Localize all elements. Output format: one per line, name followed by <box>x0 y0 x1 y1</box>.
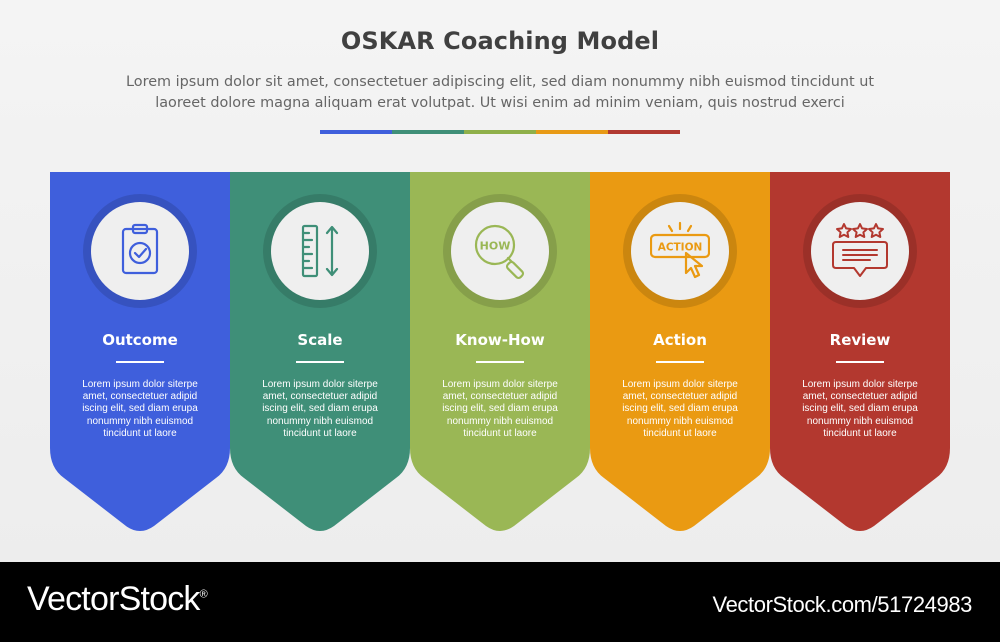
step-description-line: iscing elit, sed diam erupa <box>442 403 558 415</box>
step-description-line: iscing elit, sed diam erupa <box>82 403 198 415</box>
page-subtitle: Lorem ipsum dolor sit amet, consectetuer… <box>50 72 950 114</box>
step-description-line: amet, consectetuer adipid <box>622 391 738 403</box>
icon-disc <box>91 202 189 300</box>
icon-disc: HOW <box>451 202 549 300</box>
step-underline <box>116 361 164 363</box>
step-description: Lorem ipsum dolor siterpe amet, consecte… <box>780 379 940 440</box>
step-title: Outcome <box>102 331 178 349</box>
icon-disc <box>271 202 369 300</box>
divider-segment <box>464 130 536 134</box>
vectorstock-logo: VectorStock® <box>27 580 208 619</box>
color-divider <box>320 130 680 134</box>
subtitle-line-2: laoreet dolore magna aliquam erat volutp… <box>155 95 845 111</box>
divider-segment <box>536 130 608 134</box>
clipboard-check-icon <box>121 223 159 275</box>
icon-disc <box>811 202 909 300</box>
step-description-line: amet, consectetuer adipid <box>442 391 558 403</box>
action-button-icon: ACTION <box>650 221 710 279</box>
step-underline <box>296 361 344 363</box>
step-action: ACTION Action Lorem ipsum dolor siterpe … <box>590 172 770 534</box>
step-description-line: tincidunt ut laore <box>463 427 537 439</box>
step-scale: Scale Lorem ipsum dolor siterpe amet, co… <box>230 172 410 534</box>
step-description: Lorem ipsum dolor siterpe amet, consecte… <box>240 379 400 440</box>
step-description-line: Lorem ipsum dolor siterpe <box>262 379 378 390</box>
step-description-line: Lorem ipsum dolor siterpe <box>82 379 198 390</box>
step-outcome: Outcome Lorem ipsum dolor siterpe amet, … <box>50 172 230 534</box>
step-description-line: tincidunt ut laore <box>283 427 357 439</box>
step-description-line: nonummy nibh euismod <box>266 415 374 427</box>
step-description-line: Lorem ipsum dolor siterpe <box>802 379 918 390</box>
step-description-line: nonummy nibh euismod <box>626 415 734 427</box>
magnifier-icon: HOW <box>474 224 525 280</box>
registered-mark: ® <box>199 588 208 601</box>
step-description: Lorem ipsum dolor siterpe amet, consecte… <box>600 379 760 440</box>
subtitle-line-1: Lorem ipsum dolor sit amet, consectetuer… <box>126 74 874 90</box>
step-description-line: iscing elit, sed diam erupa <box>802 403 918 415</box>
step-description-line: tincidunt ut laore <box>823 427 897 439</box>
watermark-footer: VectorStock® VectorStock.com/51724983 <box>0 562 1000 642</box>
step-description-line: Lorem ipsum dolor siterpe <box>622 379 738 390</box>
icon-label: ACTION <box>658 242 703 254</box>
step-title: Know-How <box>455 331 545 349</box>
page-title: OSKAR Coaching Model <box>340 27 660 55</box>
ruler-icon <box>301 224 339 278</box>
icon-disc: ACTION <box>631 202 729 300</box>
step-description: Lorem ipsum dolor siterpe amet, consecte… <box>60 379 220 440</box>
step-underline <box>836 361 884 363</box>
step-description-line: iscing elit, sed diam erupa <box>622 403 738 415</box>
step-review: Review Lorem ipsum dolor siterpe amet, c… <box>770 172 950 534</box>
star-review-icon <box>832 223 888 277</box>
step-description: Lorem ipsum dolor siterpe amet, consecte… <box>420 379 580 440</box>
step-description-line: nonummy nibh euismod <box>806 415 914 427</box>
divider-segment <box>608 130 680 134</box>
step-title: Action <box>653 331 707 349</box>
divider-segment <box>392 130 464 134</box>
step-know-how: HOW Know-How Lorem ipsum dolor siterpe a… <box>410 172 590 534</box>
step-description-line: iscing elit, sed diam erupa <box>262 403 378 415</box>
step-description-line: tincidunt ut laore <box>643 427 717 439</box>
step-title: Review <box>829 331 891 349</box>
step-description-line: amet, consectetuer adipid <box>802 391 918 403</box>
step-underline <box>476 361 524 363</box>
step-description-line: nonummy nibh euismod <box>86 415 194 427</box>
step-description-line: amet, consectetuer adipid <box>82 391 198 403</box>
step-description-line: Lorem ipsum dolor siterpe <box>442 379 558 390</box>
divider-segment <box>320 130 392 134</box>
step-underline <box>656 361 704 363</box>
step-description-line: nonummy nibh euismod <box>446 415 554 427</box>
icon-label: HOW <box>480 240 511 253</box>
step-description-line: amet, consectetuer adipid <box>262 391 378 403</box>
step-title: Scale <box>297 331 343 349</box>
image-id: VectorStock.com/51724983 <box>712 592 973 617</box>
logo-text: VectorStock <box>27 580 200 618</box>
steps-container: Outcome Lorem ipsum dolor siterpe amet, … <box>50 172 950 534</box>
step-description-line: tincidunt ut laore <box>103 427 177 439</box>
